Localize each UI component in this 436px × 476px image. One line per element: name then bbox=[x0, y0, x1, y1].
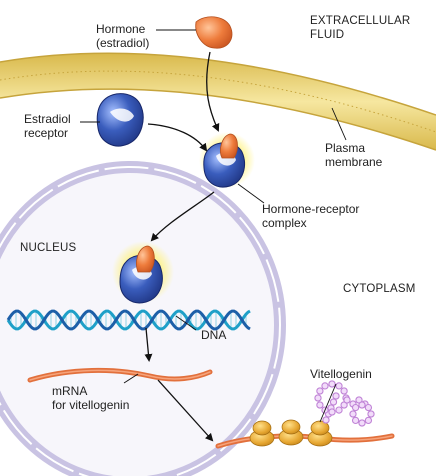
amino-acid-bead bbox=[321, 382, 329, 390]
amino-acid-bead bbox=[367, 410, 375, 418]
extracellular-region-label: EXTRACELLULAR FLUID bbox=[310, 15, 411, 41]
amino-acid-bead bbox=[340, 387, 348, 395]
amino-acid-bead bbox=[364, 416, 373, 425]
amino-acid-bead bbox=[322, 416, 330, 424]
hormone-receptor-complex-icon bbox=[199, 132, 255, 188]
amino-acid-bead bbox=[351, 403, 360, 412]
ribosome-icon bbox=[249, 420, 275, 447]
nuclear-complex-icon bbox=[112, 241, 174, 304]
hormone-label: Hormone (estradiol) bbox=[96, 22, 150, 50]
cytoplasm-region-label: CYTOPLASM bbox=[343, 283, 416, 295]
amino-acid-bead bbox=[343, 396, 351, 404]
nucleus-region-label: NUCLEUS bbox=[20, 242, 77, 254]
hormone-molecule-icon bbox=[195, 16, 233, 49]
dna-helix bbox=[6, 309, 251, 331]
mrna-label: mRNA for vitellogenin bbox=[52, 384, 130, 412]
amino-acid-bead bbox=[314, 394, 322, 402]
amino-acid-bead bbox=[358, 419, 366, 427]
amino-acid-bead bbox=[316, 401, 324, 409]
nuclear-envelope bbox=[0, 161, 286, 476]
arrows bbox=[144, 51, 220, 442]
amino-acid-bead bbox=[328, 408, 336, 416]
amino-acid-bead bbox=[358, 401, 366, 409]
amino-acid-bead bbox=[364, 403, 373, 412]
amino-acid-bead bbox=[332, 392, 340, 400]
mrna-cytoplasm bbox=[215, 433, 395, 449]
amino-acid-bead bbox=[335, 382, 343, 390]
amino-acid-bead bbox=[351, 416, 360, 425]
dna-strand bbox=[6, 309, 251, 331]
ribosome-icon bbox=[307, 420, 333, 447]
amino-acid-bead bbox=[335, 406, 343, 414]
complex-label: Hormone-receptor complex bbox=[262, 202, 360, 230]
membrane-label: Plasma membrane bbox=[325, 141, 383, 169]
dna-label: DNA bbox=[201, 328, 227, 342]
amino-acid-bead bbox=[329, 398, 338, 406]
amino-acid-bead bbox=[349, 410, 357, 418]
vitellogenin-chain bbox=[314, 380, 375, 427]
receptor-label: Estradiol receptor bbox=[24, 112, 71, 140]
ribosome-icon bbox=[278, 419, 304, 446]
leader-lines bbox=[80, 29, 347, 423]
amino-acid-bead bbox=[328, 380, 336, 388]
dna-strand bbox=[6, 309, 251, 331]
vitellogenin-label: Vitellogenin bbox=[310, 367, 372, 381]
receptor-protein-icon bbox=[96, 93, 144, 147]
plasma-membrane bbox=[0, 52, 436, 151]
amino-acid-bead bbox=[316, 387, 324, 395]
mrna-strand bbox=[27, 367, 213, 383]
